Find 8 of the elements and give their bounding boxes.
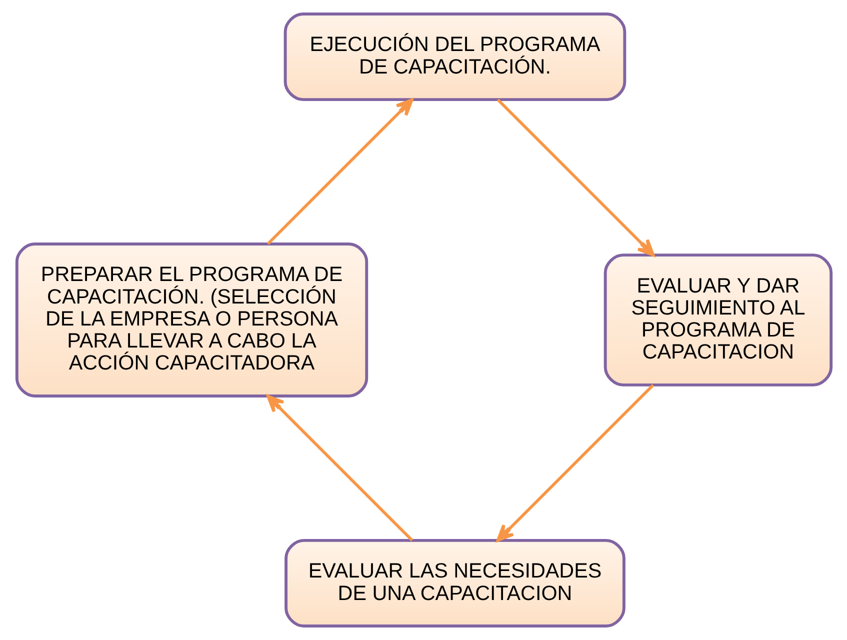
arrow <box>496 384 654 542</box>
node-box: EVALUAR Y DAR SEGUIMIENTO AL PROGRAMA DE CAPACITACION <box>603 254 832 386</box>
node-box: EVALUAR LAS NECESIDADES DE UNA CAPACITACION <box>284 538 625 628</box>
arrow <box>266 394 413 542</box>
node-box: EJECUCIÓN DEL PROGRAMA DE CAPACITACIÓN. <box>283 12 626 102</box>
arrow <box>266 98 413 245</box>
node-box: PREPARAR EL PROGRAMA DE CAPACITACIÓN. (SELECCIÓN DE LA EMPRESA O PERSONA PARA LLEVAR A CABO LA ACCIÓN CAPACITADORA <box>14 242 368 398</box>
arrow <box>496 98 654 256</box>
